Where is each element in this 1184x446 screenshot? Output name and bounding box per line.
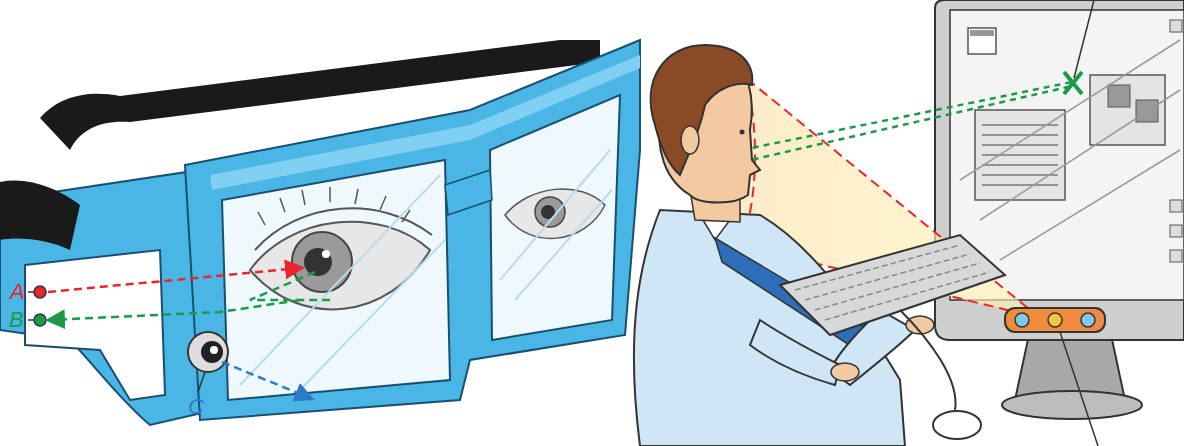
lens bbox=[490, 95, 620, 340]
leader-line bbox=[1060, 332, 1098, 446]
reflection-beam bbox=[250, 272, 330, 300]
camera bbox=[188, 332, 228, 372]
eye bbox=[250, 187, 432, 309]
lens bbox=[222, 160, 450, 400]
ir-beam bbox=[48, 268, 300, 292]
monitor bbox=[935, 0, 1184, 419]
temple-arm bbox=[0, 170, 215, 425]
eye-tracker-bar bbox=[1005, 308, 1105, 332]
mouse-cable bbox=[900, 310, 956, 410]
leader-line bbox=[1074, 0, 1094, 78]
lens-glare bbox=[240, 175, 445, 390]
emitter-dot bbox=[34, 286, 46, 298]
mouse bbox=[933, 411, 981, 439]
sensor-dot bbox=[34, 314, 46, 326]
glasses-frame bbox=[185, 40, 640, 420]
reflection-beam bbox=[50, 300, 300, 320]
gaze-line bbox=[742, 82, 1072, 162]
part-letter: B bbox=[9, 309, 24, 331]
arm-tip bbox=[0, 181, 80, 250]
eye bbox=[500, 150, 612, 300]
gaze-point bbox=[1064, 72, 1082, 94]
person bbox=[634, 45, 934, 446]
arm-inner bbox=[25, 250, 165, 400]
scene-view bbox=[222, 362, 310, 398]
leader-line bbox=[28, 292, 205, 392]
keyboard bbox=[780, 235, 1005, 335]
part-letter: A bbox=[10, 281, 25, 303]
bridge bbox=[445, 170, 492, 215]
part-letter: C bbox=[188, 396, 204, 418]
